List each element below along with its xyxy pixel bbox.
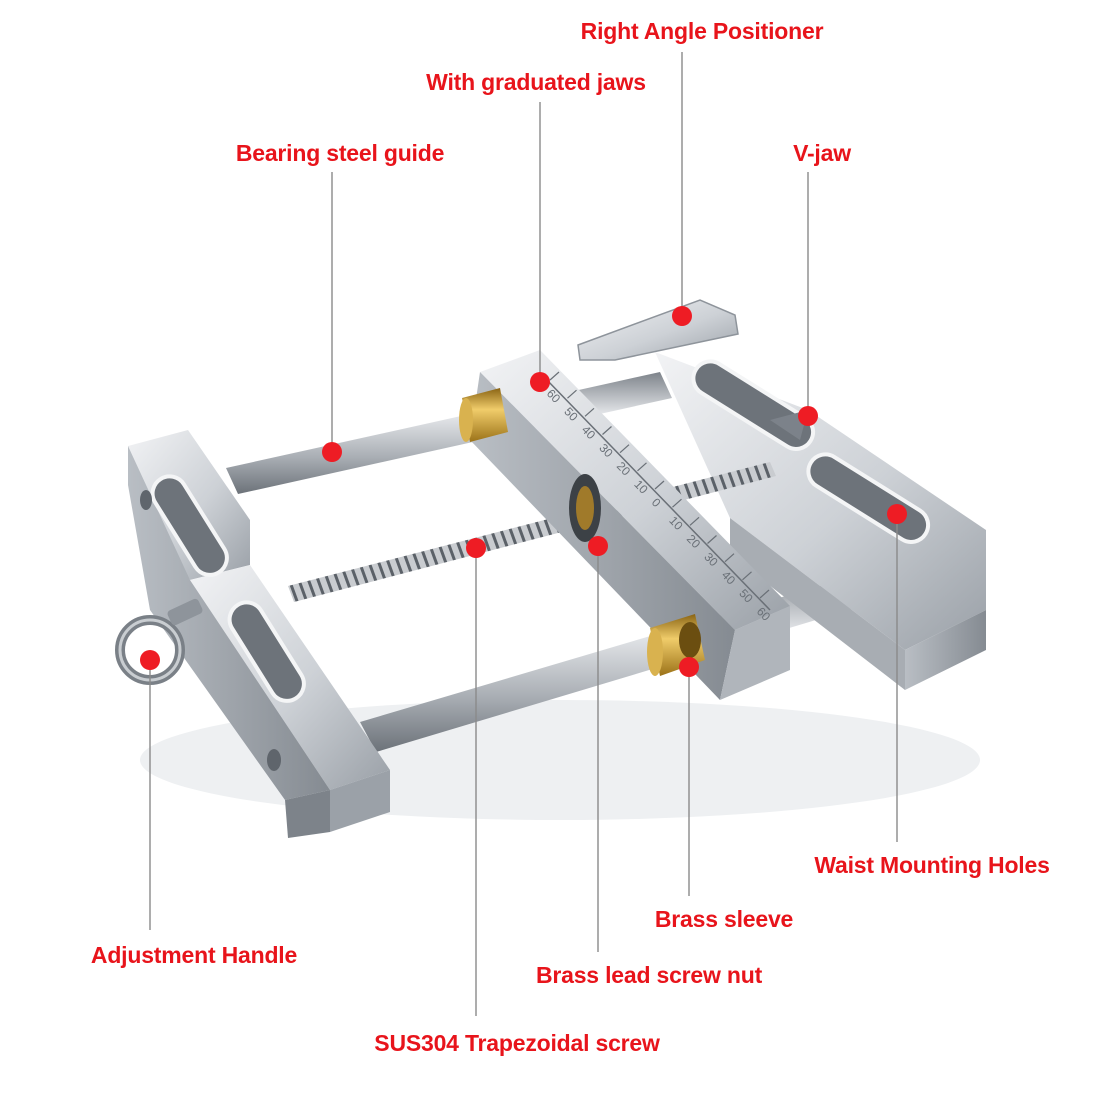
label-graduated-jaws: With graduated jaws [426, 69, 646, 95]
v-jaw-block-front [730, 518, 905, 690]
graduated-jaw-face [470, 372, 735, 700]
dot-bearing-steel-guide [322, 442, 342, 462]
dot-waist-mounting-holes [887, 504, 907, 524]
marker-dots [140, 306, 907, 677]
scale-tick [742, 571, 752, 581]
scale-tick [724, 553, 735, 563]
scale-tick [689, 516, 700, 526]
label-trapezoidal-screw: SUS304 Trapezoidal screw [374, 1030, 660, 1056]
label-adjustment-handle: Adjustment Handle [90, 942, 298, 968]
left-block-slot-rear [150, 474, 229, 577]
dot-v-jaw [798, 406, 818, 426]
brass-sleeve-rear [459, 388, 508, 442]
label-brass-sleeve: Brass sleeve [654, 906, 794, 932]
scale-tick [567, 389, 577, 399]
v-jaw-block [655, 352, 986, 650]
graduated-jaw-top [480, 350, 790, 630]
v-jaw-block-side [905, 610, 986, 690]
scale-tick [619, 444, 630, 454]
scale-tick [637, 462, 647, 472]
adjustment-handle-stem [167, 598, 203, 626]
dot-trapezoidal-screw [466, 538, 486, 558]
dot-right-angle-positioner [672, 306, 692, 326]
dot-graduated-jaws [530, 372, 550, 392]
label-v-jaw: V-jaw [793, 140, 851, 166]
scale-tick [602, 426, 612, 435]
graduated-jaw-end [720, 606, 790, 700]
scale-tick [672, 498, 682, 508]
scale-tick [654, 480, 665, 490]
label-waist-mounting-holes: Waist Mounting Holes [814, 852, 1050, 878]
label-brass-lead-screw-nut: Brass lead screw nut [535, 962, 763, 988]
left-block-hole-bottom [267, 749, 281, 771]
left-block-hole-top [140, 490, 152, 510]
label-right-angle-positioner: Right Angle Positioner [580, 18, 824, 44]
left-block-slot-front [227, 600, 306, 703]
right-angle-positioner [577, 299, 739, 361]
scale-tick [707, 535, 717, 544]
scale-tick [549, 371, 560, 381]
leader-lines [149, 52, 898, 1016]
label-bearing-steel-guide: Bearing steel guide [235, 140, 445, 166]
left-end-block-end [330, 770, 390, 832]
dot-adjustment-handle [140, 650, 160, 670]
dot-brass-sleeve [679, 657, 699, 677]
scale-tick [584, 407, 595, 417]
scale-tick [759, 589, 770, 599]
dot-brass-lead-screw-nut [588, 536, 608, 556]
left-end-block-corner [285, 790, 330, 838]
brass-lead-screw-nut-core [576, 486, 594, 530]
